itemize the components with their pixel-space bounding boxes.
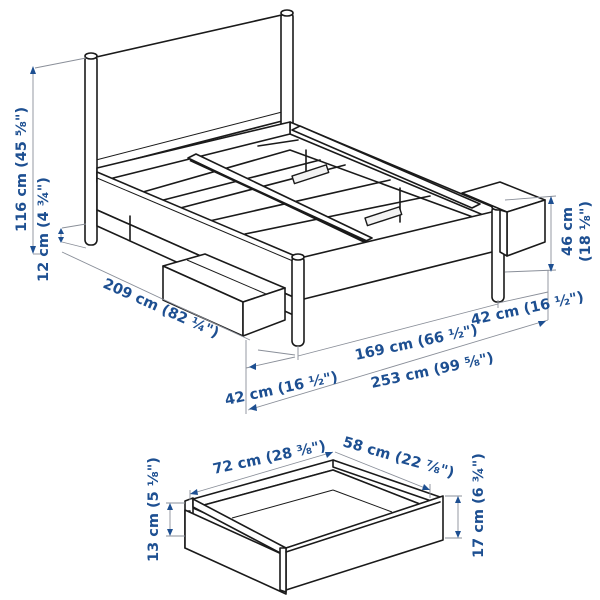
bed-drawer-right (461, 181, 546, 257)
label-drawer-extension-left: 42 cm (16 ½") (224, 369, 340, 409)
inner-support-rail (291, 125, 481, 209)
label-side-height-inches: (18 ⅛") (578, 201, 594, 262)
drawer-dimension-lines (166, 451, 462, 539)
label-drawer-extension-right: 42 cm (16 ½") (470, 289, 586, 329)
drawer-illustration (184, 459, 444, 595)
label-headboard-height: 116 cm (45 ⅝") (14, 107, 30, 232)
label-drawer-outer-height: 17 cm (6 ¾") (471, 453, 487, 558)
bed-dimension-lines (30, 57, 557, 414)
bed-drawer-open-left (162, 253, 286, 337)
headboard-post-right (280, 11, 294, 131)
label-underbed-clearance: 12 cm (4 ¾") (36, 177, 52, 282)
foot-post-left (291, 255, 305, 347)
label-drawer-inner-height: 13 cm (5 ⅛") (146, 457, 162, 562)
headboard-post-left (84, 54, 98, 246)
bed-frame-illustration (84, 9, 546, 347)
label-side-height: 46 cm (560, 207, 576, 256)
